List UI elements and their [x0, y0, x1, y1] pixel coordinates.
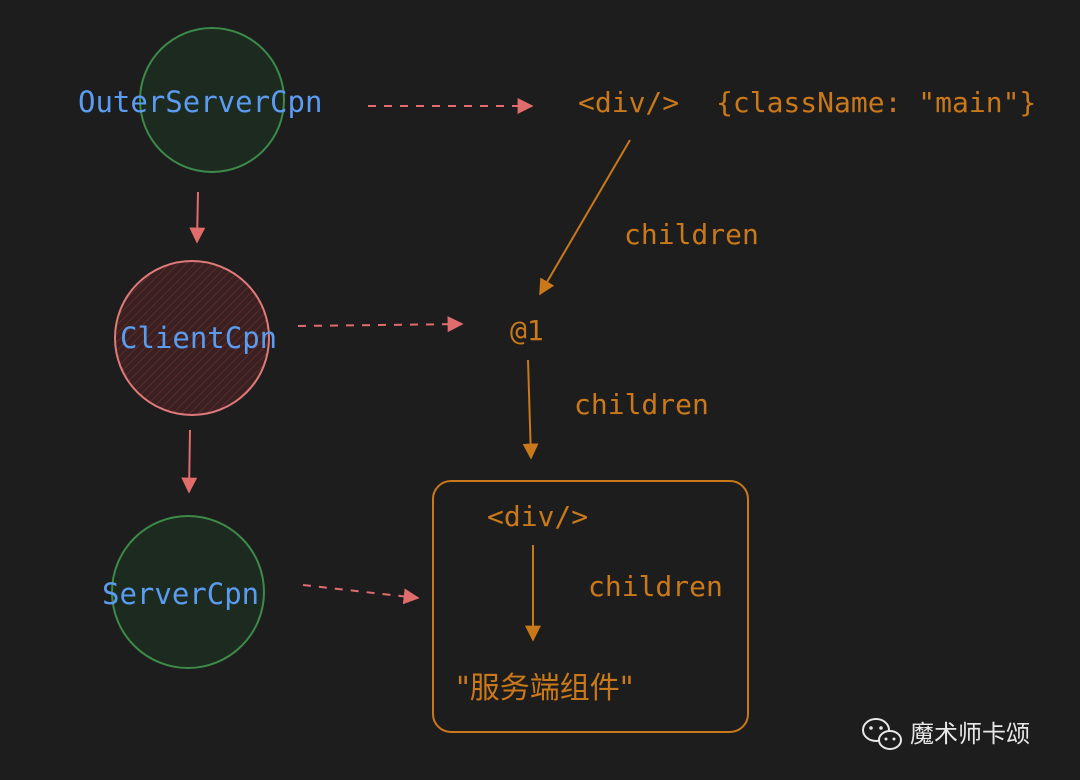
client-node-circle	[114, 260, 270, 416]
outer-server-node-label: OuterServerCpn	[78, 85, 322, 119]
root-div-props: {className: "main"}	[716, 86, 1036, 119]
children-label-2: children	[574, 388, 709, 421]
outer-to-client-arrow	[189, 191, 206, 244]
children-label-3: children	[588, 570, 723, 603]
watermark-text: 魔术师卡颂	[910, 720, 1030, 748]
inner-div-tag: <div/>	[487, 500, 588, 533]
outer-server-node-circle	[139, 27, 285, 173]
client-to-server-arrow	[181, 429, 198, 494]
server-output-box	[432, 480, 749, 733]
server-node-label: ServerCpn	[102, 577, 259, 611]
wechat-icon	[862, 718, 902, 750]
ref-to-box-arrow	[522, 359, 539, 460]
client-to-ref-dashed-arrow	[297, 316, 464, 333]
root-div-tag: <div/>	[578, 86, 679, 119]
root-to-ref-arrow	[539, 139, 631, 296]
server-to-box-dashed-arrow	[302, 584, 420, 605]
server-node-circle	[111, 515, 265, 669]
ref-label: @1	[510, 314, 544, 347]
children-label-1: children	[624, 218, 759, 251]
server-component-text: "服务端组件"	[456, 671, 634, 706]
client-node-label: ClientCpn	[120, 321, 277, 355]
